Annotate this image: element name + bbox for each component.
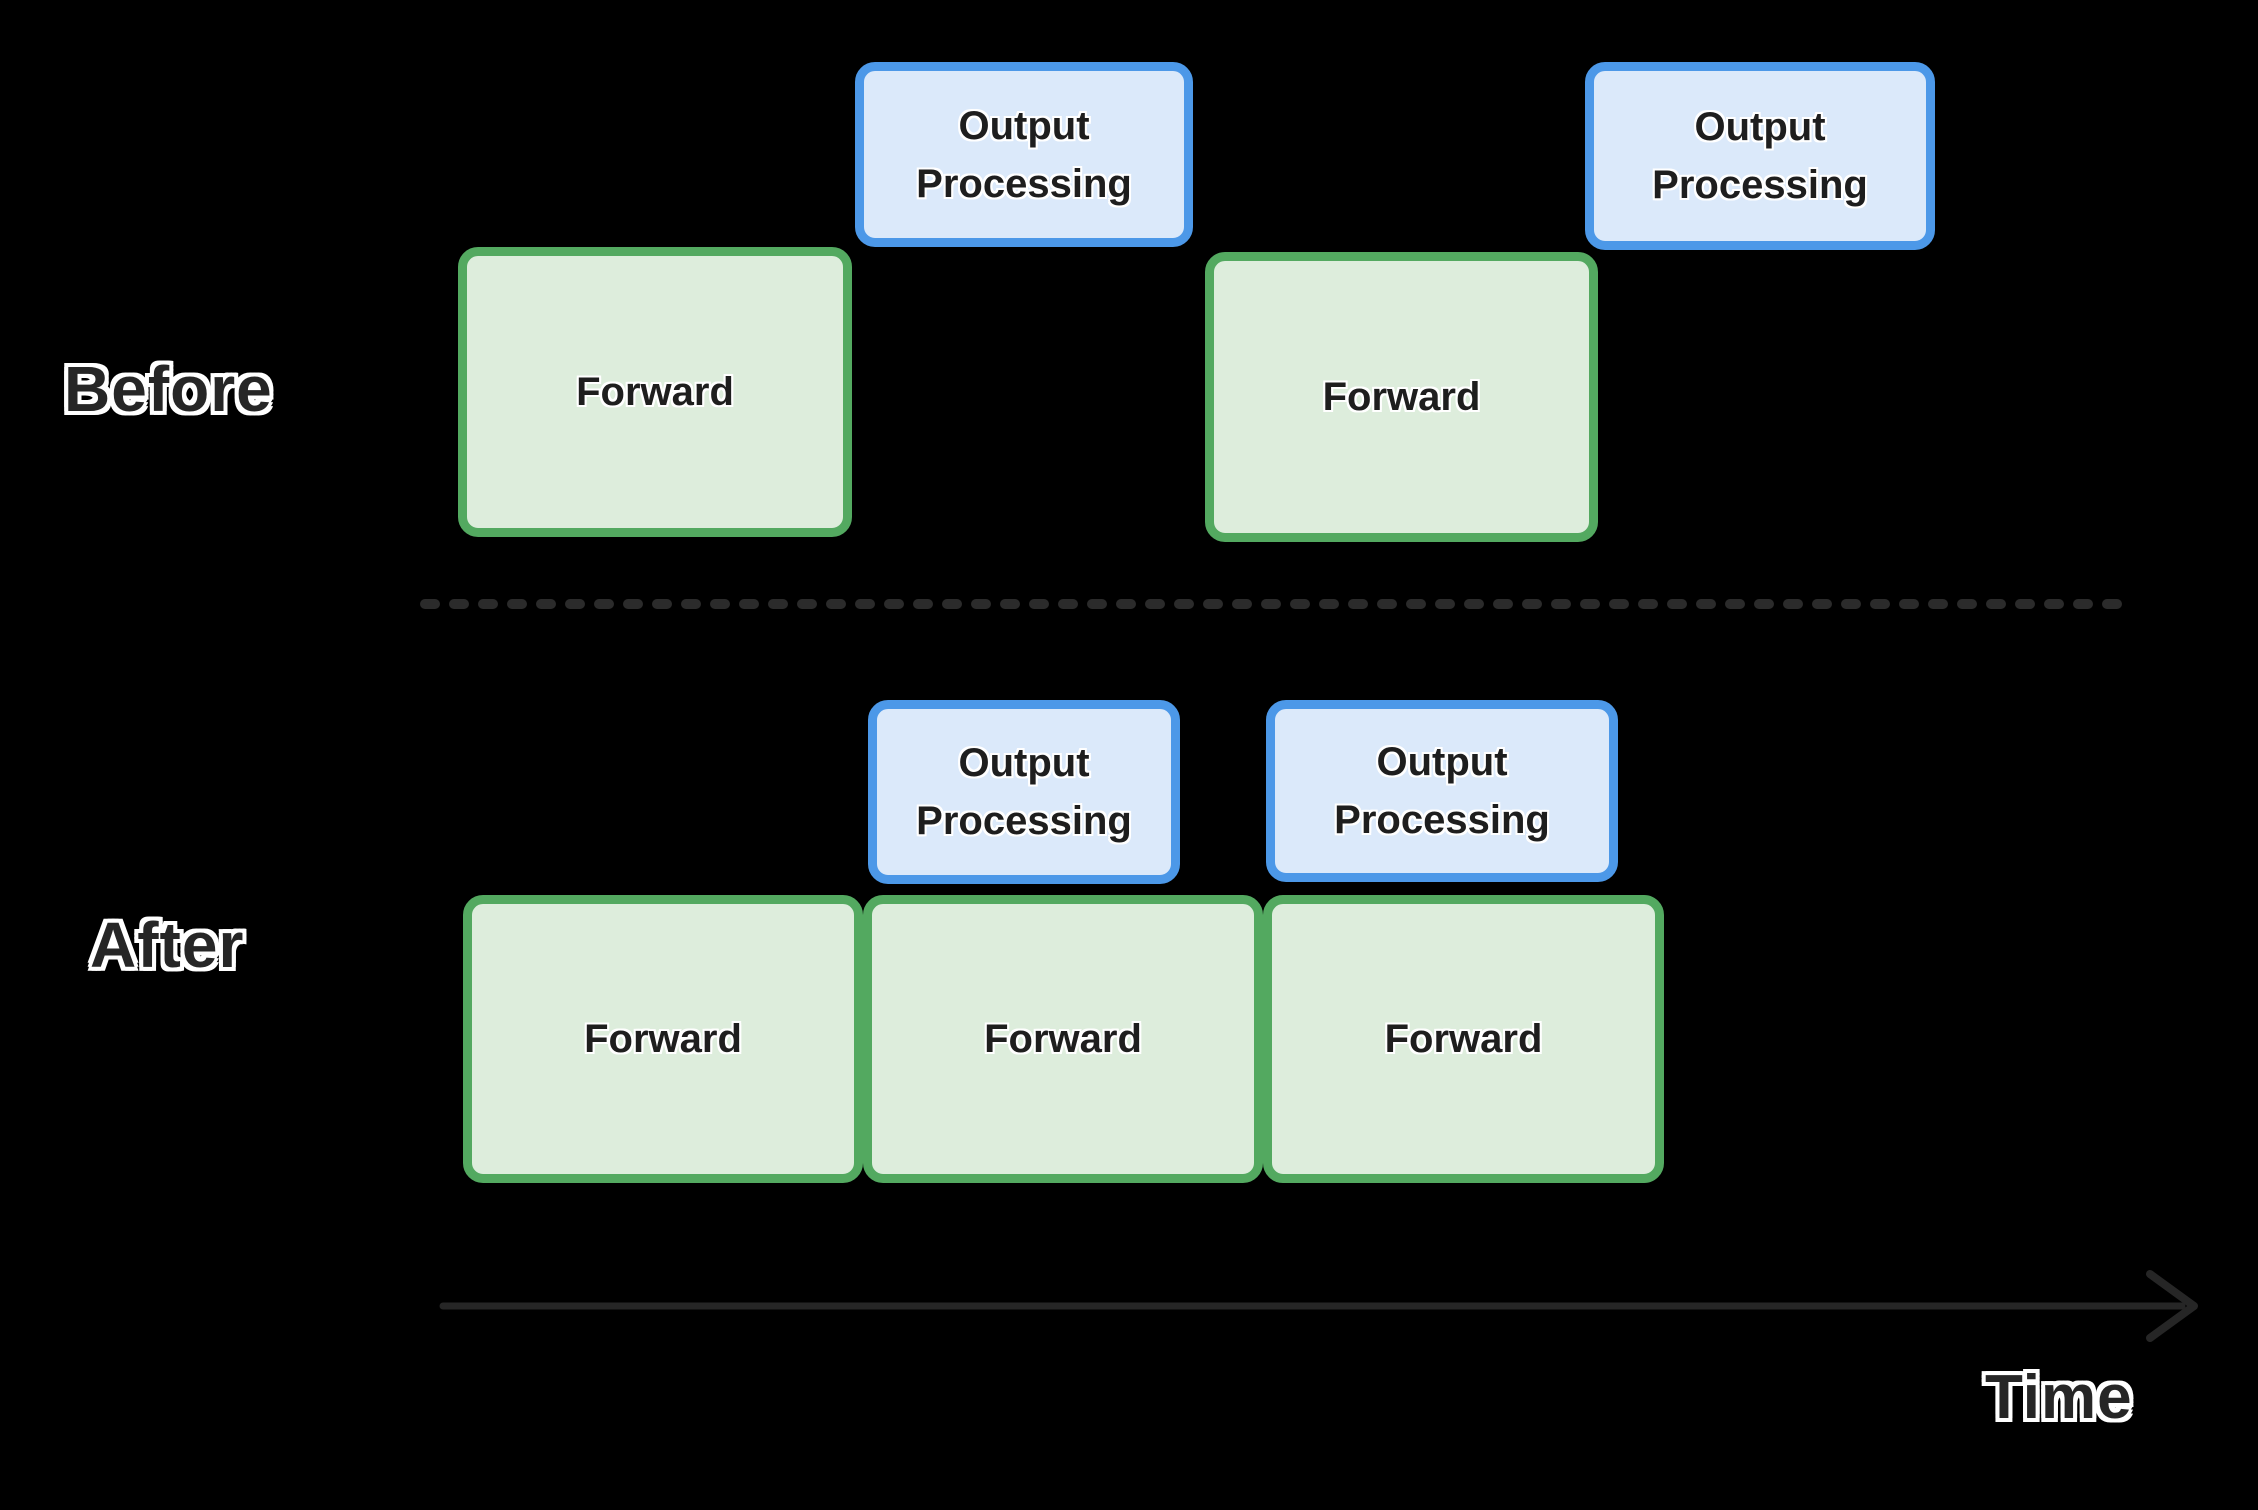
block-label: Output Processing [1334, 740, 1550, 842]
block-label: Forward [576, 370, 734, 414]
before-forward-block-2: Forward [1205, 252, 1598, 542]
block-label: Forward [1322, 375, 1481, 419]
block-label: Forward [584, 1017, 742, 1061]
block-label: Forward [984, 1017, 1142, 1061]
before-section-label: Before [64, 353, 273, 425]
time-axis-label: Time [1985, 1363, 2133, 1432]
block-label: Output Processing [1652, 105, 1868, 207]
after-forward-block-2: Forward [863, 895, 1263, 1183]
block-label: Forward [1384, 1017, 1543, 1061]
after-forward-block-1: Forward [463, 895, 863, 1183]
after-section-label: After [90, 909, 245, 981]
block-label: Output Processing [916, 741, 1132, 843]
before-output-processing-block-1: Output Processing [855, 62, 1193, 247]
after-forward-block-3: Forward [1263, 895, 1664, 1183]
before-output-processing-block-2: Output Processing [1585, 62, 1935, 250]
before-forward-block-1: Forward [458, 247, 852, 537]
block-label: Output Processing [916, 103, 1132, 206]
after-output-processing-block-2: Output Processing [1266, 700, 1618, 882]
after-output-processing-block-1: Output Processing [868, 700, 1180, 884]
